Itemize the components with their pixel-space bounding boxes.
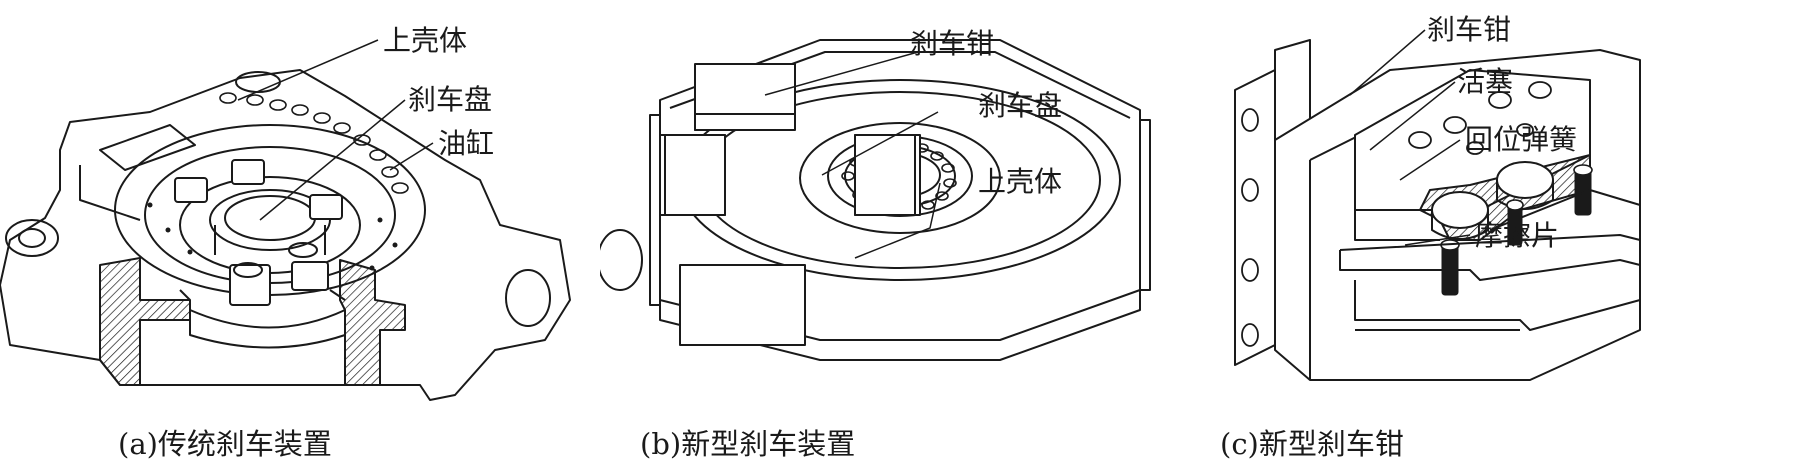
label-upper-housing-b: 上壳体 [978,165,1063,198]
label-brake-disc-a: 刹车盘 [408,83,493,116]
label-oil-cylinder-a: 油缸 [438,127,495,160]
label-return-spring-c: 回位弹簧 [1465,123,1578,156]
label-brake-caliper-c: 刹车钳 [1427,13,1512,46]
label-friction-pad-c: 摩擦片 [1475,219,1560,252]
label-brake-caliper-b: 刹车钳 [910,27,995,60]
brake-calipers [664,63,796,216]
caption-c: (c)新型刹车钳 [1220,427,1404,461]
traditional-brake-drawing [0,39,571,401]
panel-a: 上壳体 刹车盘 油缸 (a)传统刹车装置 [0,0,600,471]
brake-calipers-right-drawn [600,134,916,346]
label-brake-disc-b: 刹车盘 [978,89,1063,122]
panel-b: 刹车钳 刹车盘 上壳体 (b)新型刹车装置 [600,0,1220,471]
new-brake-annotations [764,51,941,259]
panel-c: 刹车钳 活塞 回位弹簧 摩擦片 (c)新型刹车钳 [1220,0,1813,471]
caption-b: (b)新型刹车装置 [640,427,856,461]
caption-a: (a)传统刹车装置 [118,427,332,461]
label-upper-housing-a: 上壳体 [383,24,468,57]
label-piston-c: 活塞 [1457,65,1514,98]
new-brake-caliper-drawing [1234,29,1641,381]
